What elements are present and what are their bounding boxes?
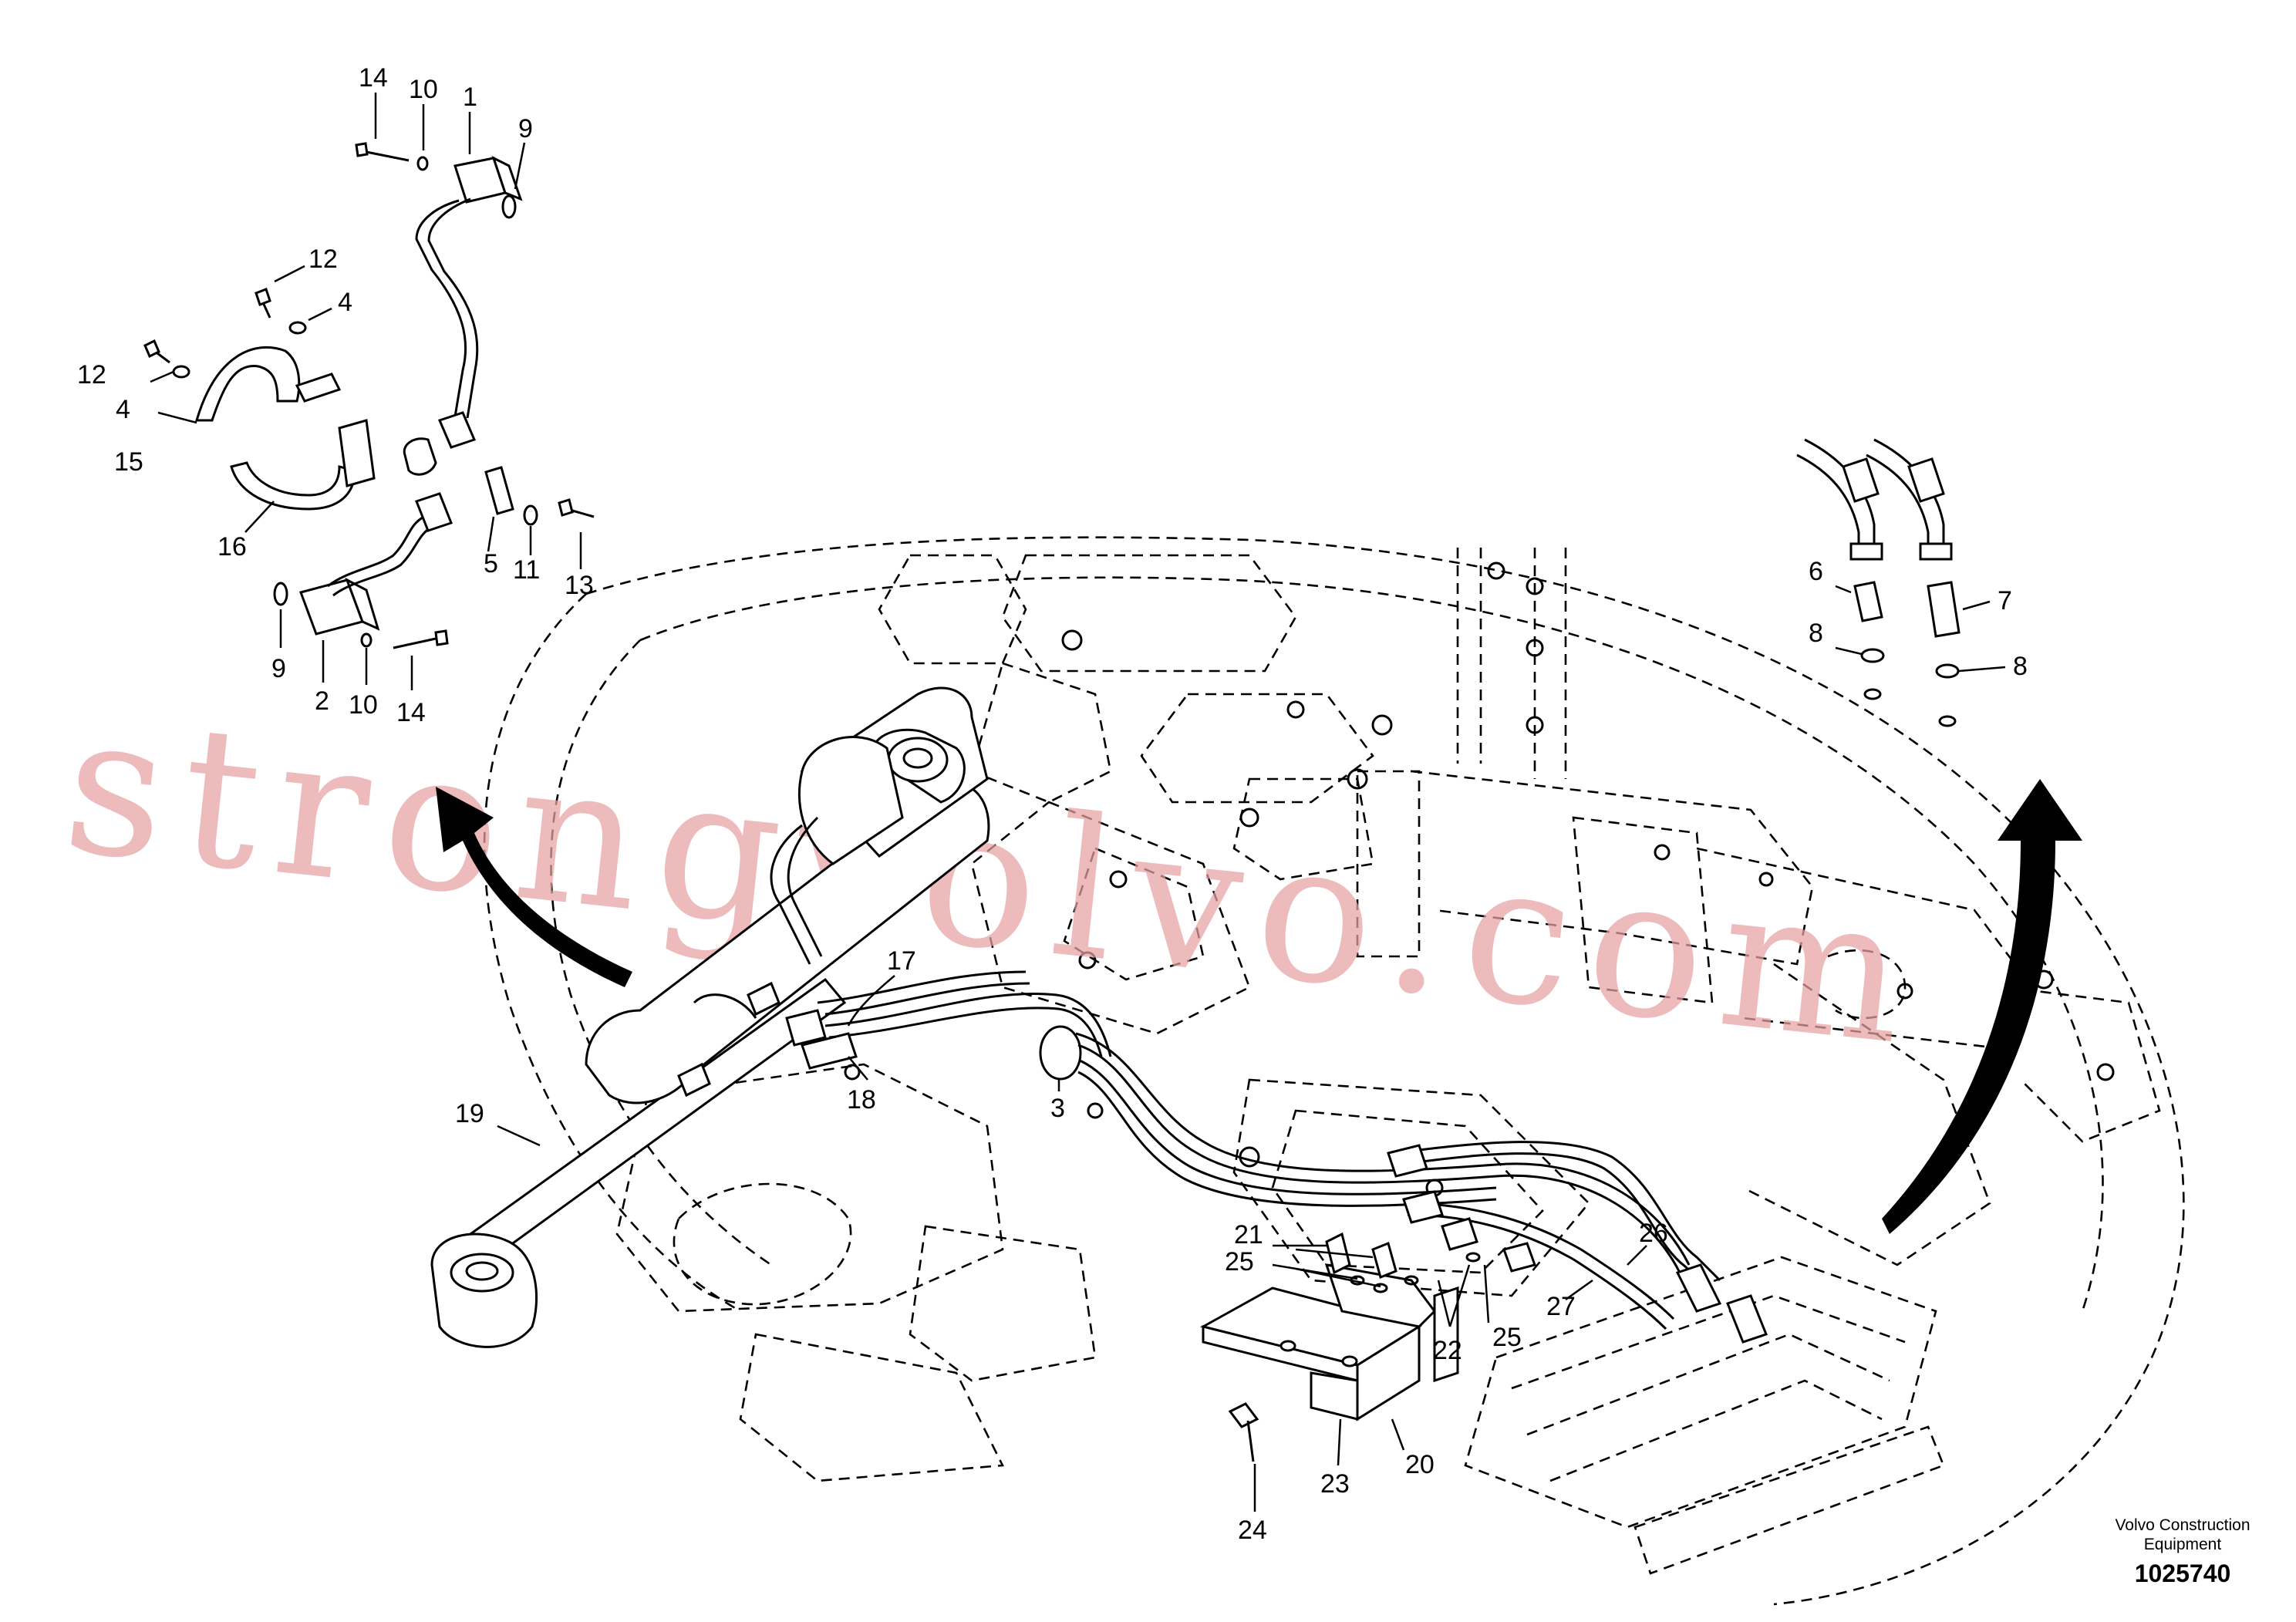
brand-name: Volvo Construction Equipment (2115, 1516, 2250, 1553)
machine-frame-outline (483, 536, 2185, 1606)
label-21: 21 (1234, 1220, 1263, 1249)
watermark-text: strongvolvo.com (56, 671, 1932, 1089)
label-7: 7 (1998, 586, 2012, 615)
label-4a: 4 (338, 288, 352, 317)
label-25a: 25 (1225, 1247, 1254, 1276)
arrow-right-detail-icon (1882, 779, 2082, 1234)
detail-left-pipes (143, 142, 595, 649)
label-15: 15 (114, 447, 143, 477)
label-2: 2 (315, 686, 329, 716)
label-14a: 14 (359, 63, 388, 93)
label-8a: 8 (1809, 619, 1823, 648)
label-10a: 10 (409, 75, 438, 104)
boom-cylinder (430, 686, 990, 1348)
label-10b: 10 (349, 690, 378, 720)
label-17: 17 (887, 946, 916, 976)
label-22: 22 (1433, 1336, 1462, 1365)
label-12a: 12 (308, 244, 338, 274)
label-9a: 9 (518, 114, 533, 143)
label-25b: 25 (1492, 1323, 1522, 1352)
label-18: 18 (847, 1085, 876, 1114)
label-20: 20 (1405, 1450, 1435, 1479)
detail-right-fittings (1796, 438, 1961, 727)
label-26: 26 (1639, 1219, 1668, 1248)
label-14b: 14 (396, 698, 426, 727)
document-number: 1025740 (2134, 1560, 2231, 1587)
leader-lines (150, 93, 2006, 1512)
label-5: 5 (484, 549, 498, 578)
label-23: 23 (1320, 1469, 1350, 1499)
arrow-left-detail-icon (436, 787, 632, 987)
label-19: 19 (455, 1099, 484, 1128)
label-13: 13 (565, 571, 594, 600)
pipe-assembly-3 (1039, 1025, 1768, 1344)
bolt-24 (1228, 1402, 1259, 1462)
label-16: 16 (217, 532, 247, 561)
label-3: 3 (1050, 1094, 1065, 1123)
label-4b: 4 (116, 395, 130, 424)
label-6: 6 (1809, 557, 1823, 586)
label-27: 27 (1546, 1292, 1576, 1321)
hoses-17-18 (801, 970, 1112, 1070)
label-9b: 9 (271, 654, 286, 683)
label-12b: 12 (77, 360, 106, 389)
label-1: 1 (463, 83, 477, 112)
label-24: 24 (1238, 1516, 1267, 1545)
part-labels: 14 10 1 9 12 4 12 4 15 16 5 11 13 9 2 10… (77, 63, 2028, 1545)
label-8b: 8 (2013, 652, 2028, 681)
label-11: 11 (513, 555, 540, 585)
